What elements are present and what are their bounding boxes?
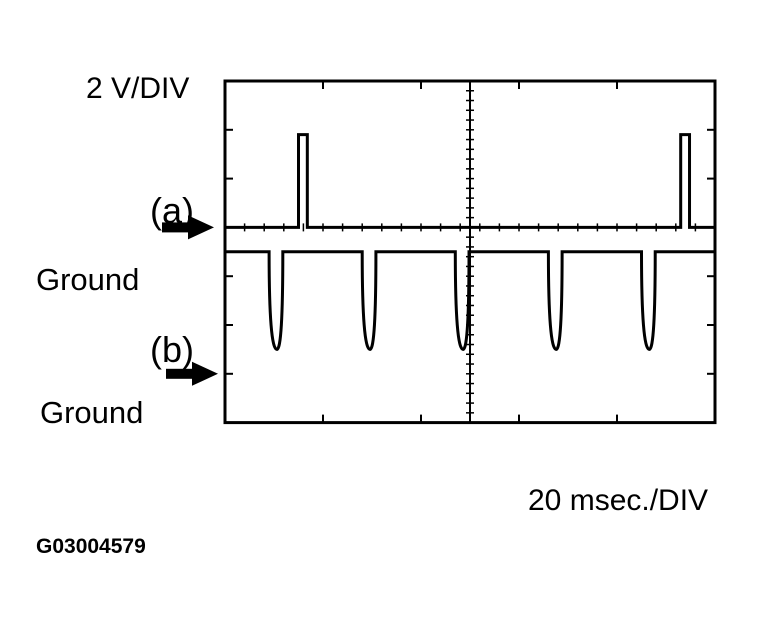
vertical-scale-label: 2 V/DIV bbox=[86, 72, 190, 105]
time-scale-label: 20 msec./DIV bbox=[528, 484, 709, 517]
ground-a-arrow-icon bbox=[162, 215, 214, 240]
trace-a-line bbox=[225, 133, 715, 229]
trace-b-waveform bbox=[225, 250, 715, 351]
ground-b-label: Ground bbox=[40, 395, 144, 430]
trace-a-label: (a) bbox=[150, 190, 194, 231]
trace-b-label: (b) bbox=[150, 329, 194, 370]
trace-b-line bbox=[225, 250, 715, 351]
ground-b-arrow-icon bbox=[166, 361, 218, 386]
graticule-frame bbox=[223, 79, 717, 425]
ground-a-label: Ground bbox=[36, 262, 140, 297]
figure-id: G03004579 bbox=[36, 535, 146, 558]
